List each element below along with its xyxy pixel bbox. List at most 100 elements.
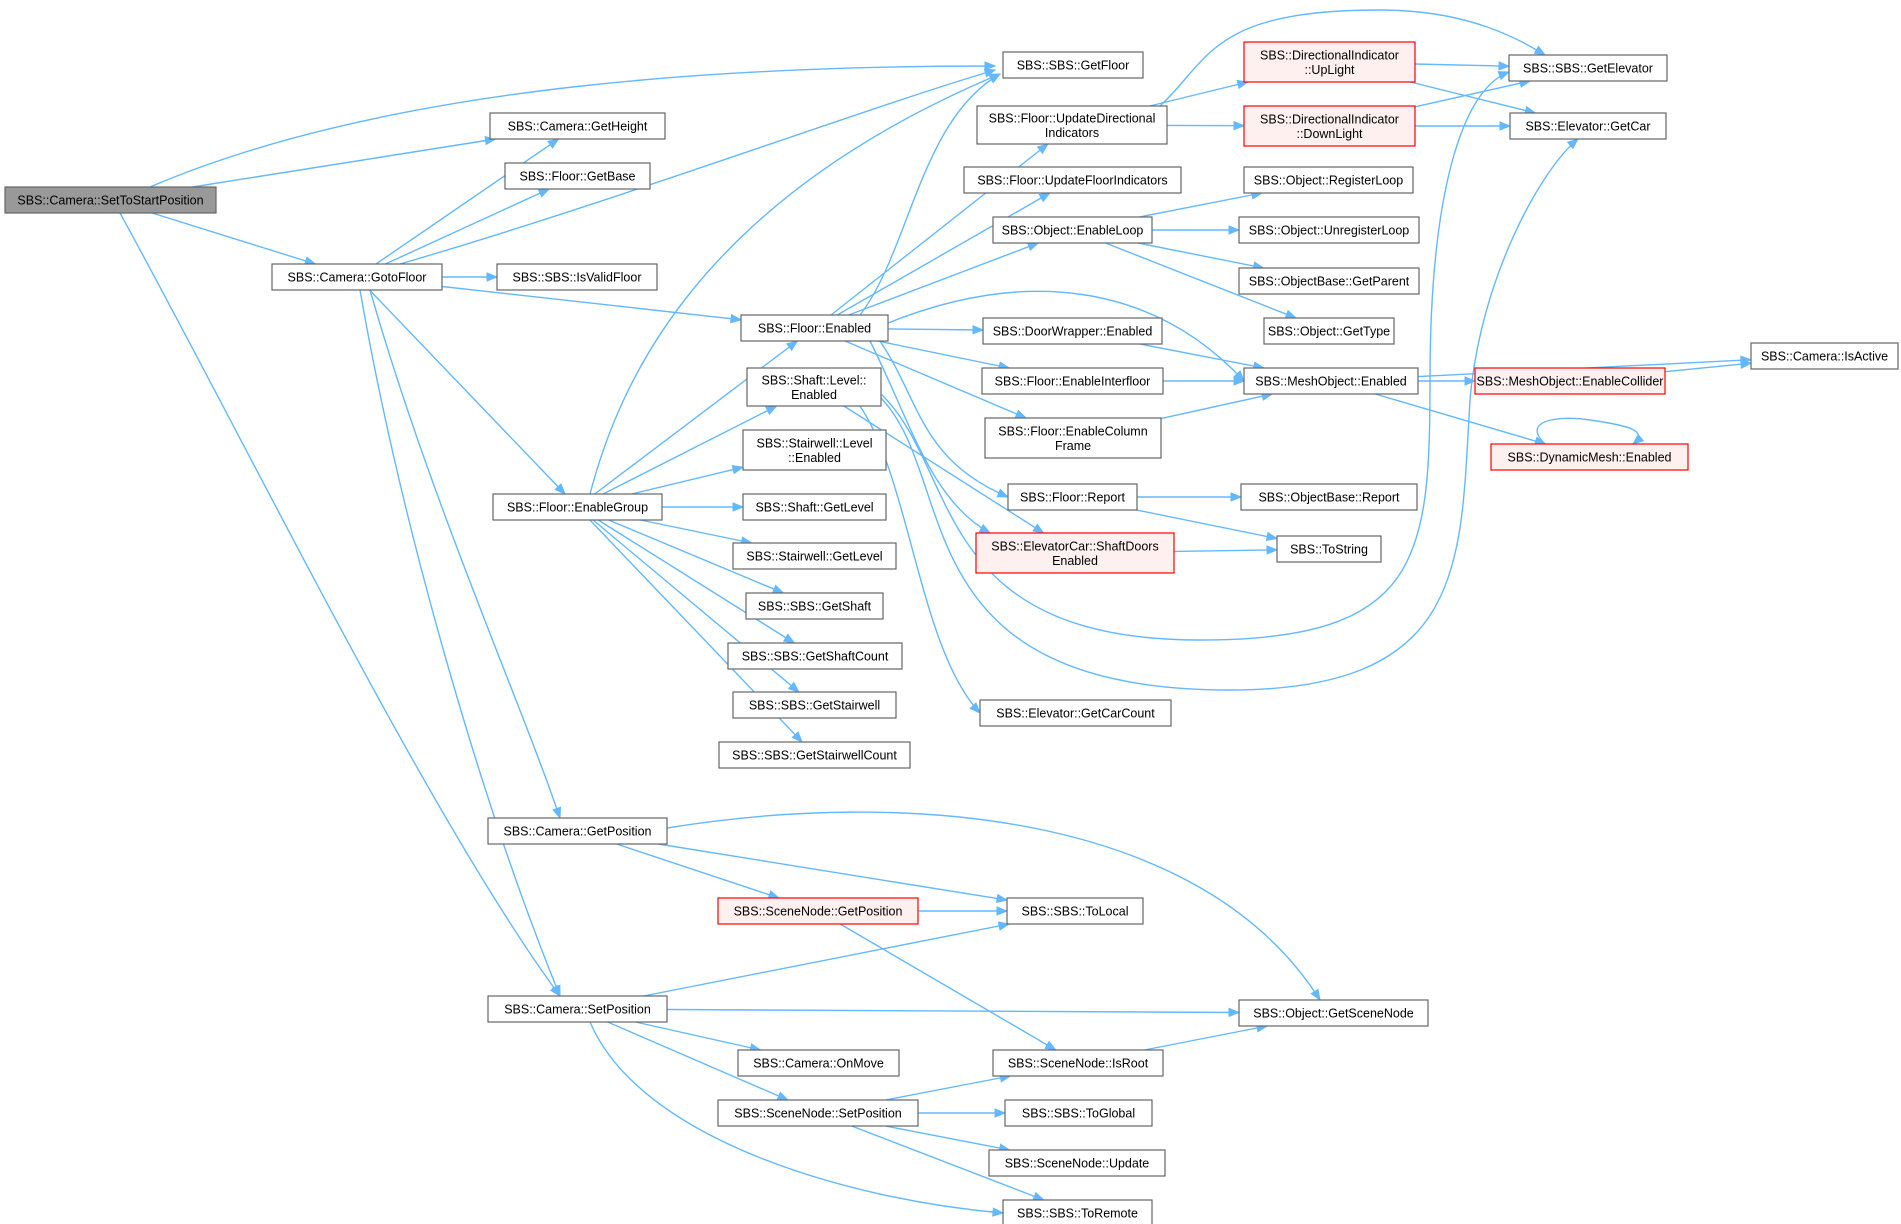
node-objEnableLoop[interactable]: SBS::Object::EnableLoop: [992, 216, 1153, 244]
node-box[interactable]: [982, 317, 1163, 345]
node-box[interactable]: [1276, 535, 1382, 563]
node-dynMeshEnabled[interactable]: SBS::DynamicMesh::Enabled: [1490, 443, 1689, 471]
node-box[interactable]: [1238, 999, 1429, 1027]
node-sceneNodeSetPosition[interactable]: SBS::SceneNode::SetPosition: [717, 1099, 919, 1127]
node-box[interactable]: [1004, 1099, 1153, 1127]
node-doorWrapperEnabled[interactable]: SBS::DoorWrapper::Enabled: [982, 317, 1163, 345]
node-sceneNodeUpdate[interactable]: SBS::SceneNode::Update: [988, 1149, 1166, 1177]
node-box[interactable]: [984, 417, 1162, 459]
node-isValidFloor[interactable]: SBS::SBS::IsValidFloor: [496, 263, 658, 291]
node-cameraSetPosition[interactable]: SBS::Camera::SetPosition: [487, 995, 668, 1023]
node-toRemote[interactable]: SBS::SBS::ToRemote: [1002, 1199, 1153, 1224]
node-box[interactable]: [496, 263, 658, 291]
node-label: Enabled: [791, 388, 837, 402]
node-box[interactable]: [1002, 51, 1144, 79]
node-sbsGetShaft[interactable]: SBS::SBS::GetShaft: [745, 592, 884, 620]
node-sbsGetStairwell[interactable]: SBS::SBS::GetStairwell: [732, 691, 897, 719]
node-box[interactable]: [740, 314, 889, 342]
node-toLocal[interactable]: SBS::SBS::ToLocal: [1006, 897, 1144, 925]
node-getHeight[interactable]: SBS::Camera::GetHeight: [489, 112, 666, 140]
node-sceneNodeIsRoot[interactable]: SBS::SceneNode::IsRoot: [992, 1049, 1164, 1077]
node-box[interactable]: [1508, 54, 1668, 82]
node-box[interactable]: [487, 817, 668, 845]
node-box[interactable]: [489, 112, 666, 140]
node-floorGetBase[interactable]: SBS::Floor::GetBase: [504, 162, 651, 190]
node-box[interactable]: [1490, 443, 1689, 471]
node-elevGetCarCount[interactable]: SBS::Elevator::GetCarCount: [979, 699, 1172, 727]
node-box[interactable]: [718, 741, 911, 769]
node-box[interactable]: [1243, 166, 1414, 194]
node-box[interactable]: [271, 263, 443, 291]
node-box[interactable]: [1238, 267, 1420, 295]
node-gotoFloor[interactable]: SBS::Camera::GotoFloor: [271, 263, 443, 291]
node-box[interactable]: [742, 493, 887, 521]
arrowhead: [1230, 492, 1243, 502]
node-box[interactable]: [487, 995, 668, 1023]
node-box[interactable]: [992, 1049, 1164, 1077]
node-objBaseReport[interactable]: SBS::ObjectBase::Report: [1240, 483, 1418, 511]
node-box[interactable]: [1240, 483, 1418, 511]
node-box[interactable]: [975, 532, 1175, 574]
node-box[interactable]: [746, 367, 882, 407]
node-upLight[interactable]: SBS::DirectionalIndicator::UpLight: [1243, 41, 1416, 83]
node-box[interactable]: [717, 1099, 919, 1127]
node-box[interactable]: [981, 367, 1164, 395]
node-cameraGetPosition[interactable]: SBS::Camera::GetPosition: [487, 817, 668, 845]
node-updateFloorInd[interactable]: SBS::Floor::UpdateFloorIndicators: [963, 166, 1182, 194]
node-stairGetLevel[interactable]: SBS::Stairwell::GetLevel: [732, 542, 897, 570]
node-box[interactable]: [504, 162, 651, 190]
node-cameraIsActive[interactable]: SBS::Camera::IsActive: [1750, 342, 1899, 370]
node-box[interactable]: [1750, 342, 1899, 370]
node-meshEnableCollider[interactable]: SBS::MeshObject::EnableCollider: [1474, 367, 1666, 395]
node-stairLevelEnabled[interactable]: SBS::Stairwell::Level::Enabled: [742, 429, 887, 471]
node-box[interactable]: [988, 1149, 1166, 1177]
node-toGlobal[interactable]: SBS::SBS::ToGlobal: [1004, 1099, 1153, 1127]
node-enableInterfloor[interactable]: SBS::Floor::EnableInterfloor: [981, 367, 1164, 395]
node-toString[interactable]: SBS::ToString: [1276, 535, 1382, 563]
node-box[interactable]: [732, 542, 897, 570]
node-sbsGetShaftCount[interactable]: SBS::SBS::GetShaftCount: [727, 642, 903, 670]
node-sceneNodeGetPosition[interactable]: SBS::SceneNode::GetPosition: [717, 897, 919, 925]
node-box[interactable]: [732, 691, 897, 719]
node-box[interactable]: [992, 216, 1153, 244]
node-getSceneNode[interactable]: SBS::Object::GetSceneNode: [1238, 999, 1429, 1027]
node-meshEnabled[interactable]: SBS::MeshObject::Enabled: [1243, 367, 1419, 395]
node-shaftLevelEnabled[interactable]: SBS::Shaft::Level::Enabled: [746, 367, 882, 407]
node-box[interactable]: [1243, 105, 1416, 147]
node-box[interactable]: [1509, 112, 1667, 140]
node-box[interactable]: [1243, 367, 1419, 395]
node-sbsGetStairwellCount[interactable]: SBS::SBS::GetStairwellCount: [718, 741, 911, 769]
node-downLight[interactable]: SBS::DirectionalIndicator::DownLight: [1243, 105, 1416, 147]
node-getElevator[interactable]: SBS::SBS::GetElevator: [1508, 54, 1668, 82]
node-floorEnableGroup[interactable]: SBS::Floor::EnableGroup: [492, 493, 663, 521]
node-box[interactable]: [963, 166, 1182, 194]
node-box[interactable]: [492, 493, 663, 521]
node-cameraOnMove[interactable]: SBS::Camera::OnMove: [737, 1049, 900, 1077]
node-box[interactable]: [745, 592, 884, 620]
node-getFloor[interactable]: SBS::SBS::GetFloor: [1002, 51, 1144, 79]
node-box[interactable]: [727, 642, 903, 670]
node-box[interactable]: [1007, 483, 1138, 511]
node-box[interactable]: [742, 429, 887, 471]
node-getType[interactable]: SBS::Object::GetType: [1263, 317, 1395, 345]
node-unregisterLoop[interactable]: SBS::Object::UnregisterLoop: [1238, 216, 1420, 244]
node-floorReport[interactable]: SBS::Floor::Report: [1007, 483, 1138, 511]
node-box[interactable]: [1243, 41, 1416, 83]
node-box[interactable]: [1263, 317, 1395, 345]
node-box[interactable]: [1002, 1199, 1153, 1224]
node-getParent[interactable]: SBS::ObjectBase::GetParent: [1238, 267, 1420, 295]
node-box[interactable]: [717, 897, 919, 925]
node-box[interactable]: [737, 1049, 900, 1077]
node-box[interactable]: [979, 699, 1172, 727]
node-floorEnabled[interactable]: SBS::Floor::Enabled: [740, 314, 889, 342]
node-shaftGetLevel[interactable]: SBS::Shaft::GetLevel: [742, 493, 887, 521]
node-box[interactable]: [976, 105, 1168, 145]
node-box[interactable]: [1006, 897, 1144, 925]
node-box[interactable]: [1474, 367, 1666, 395]
node-registerLoop[interactable]: SBS::Object::RegisterLoop: [1243, 166, 1414, 194]
node-elevGetCar[interactable]: SBS::Elevator::GetCar: [1509, 112, 1667, 140]
node-box[interactable]: [1238, 216, 1420, 244]
